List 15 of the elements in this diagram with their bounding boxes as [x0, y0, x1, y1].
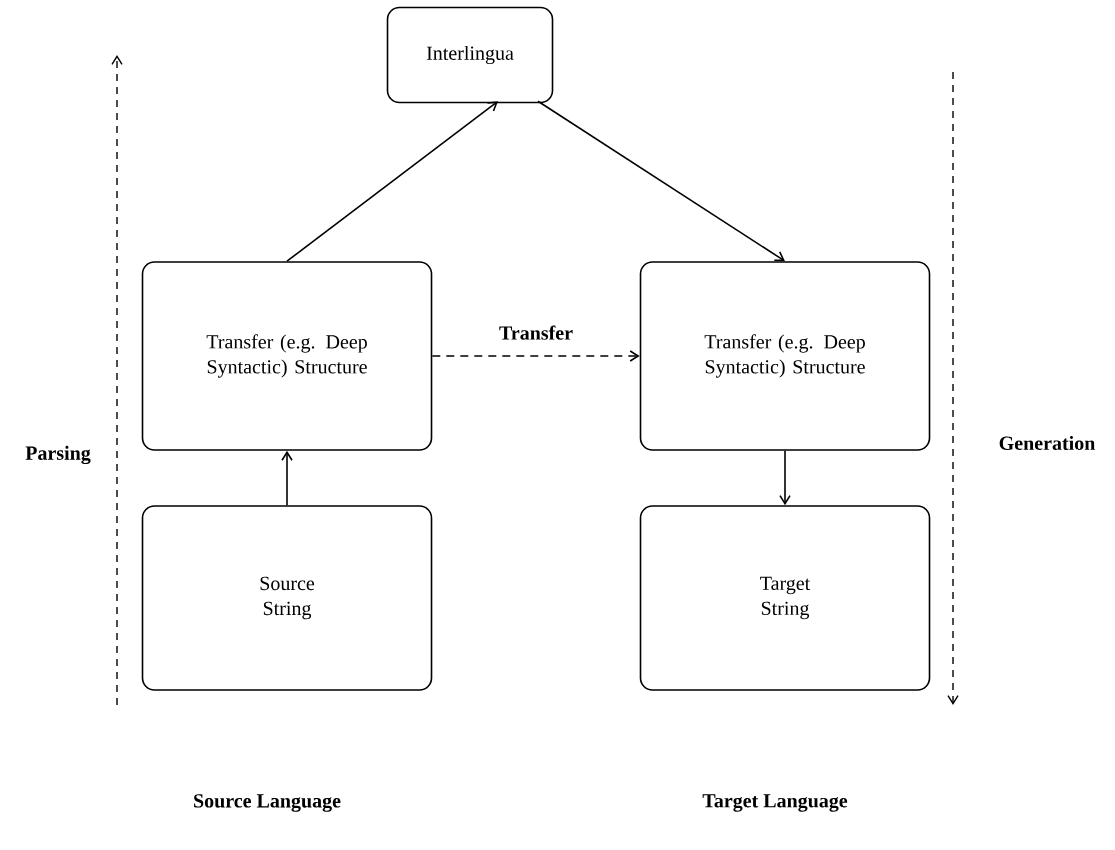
- arrow: [286, 101, 498, 262]
- arrow: [431, 350, 640, 362]
- text-label: Generation: [999, 435, 1096, 450]
- process-box: Transfer (e.g. Deep Syntactic) Structure: [639, 261, 931, 451]
- arrow: [779, 449, 791, 506]
- text-label: Source Language: [194, 794, 341, 812]
- arrow: [537, 100, 785, 262]
- text-label: Target Language: [702, 794, 848, 812]
- arrow: [281, 450, 293, 506]
- process-box: Source String: [141, 505, 433, 691]
- text-label: Parsing: [25, 445, 91, 465]
- process-box: Target String: [639, 505, 931, 691]
- process-box: Interlingua: [386, 6, 554, 104]
- process-box: Transfer (e.g. Deep Syntactic) Structure: [141, 261, 433, 451]
- edge-label: Transfer: [497, 323, 576, 342]
